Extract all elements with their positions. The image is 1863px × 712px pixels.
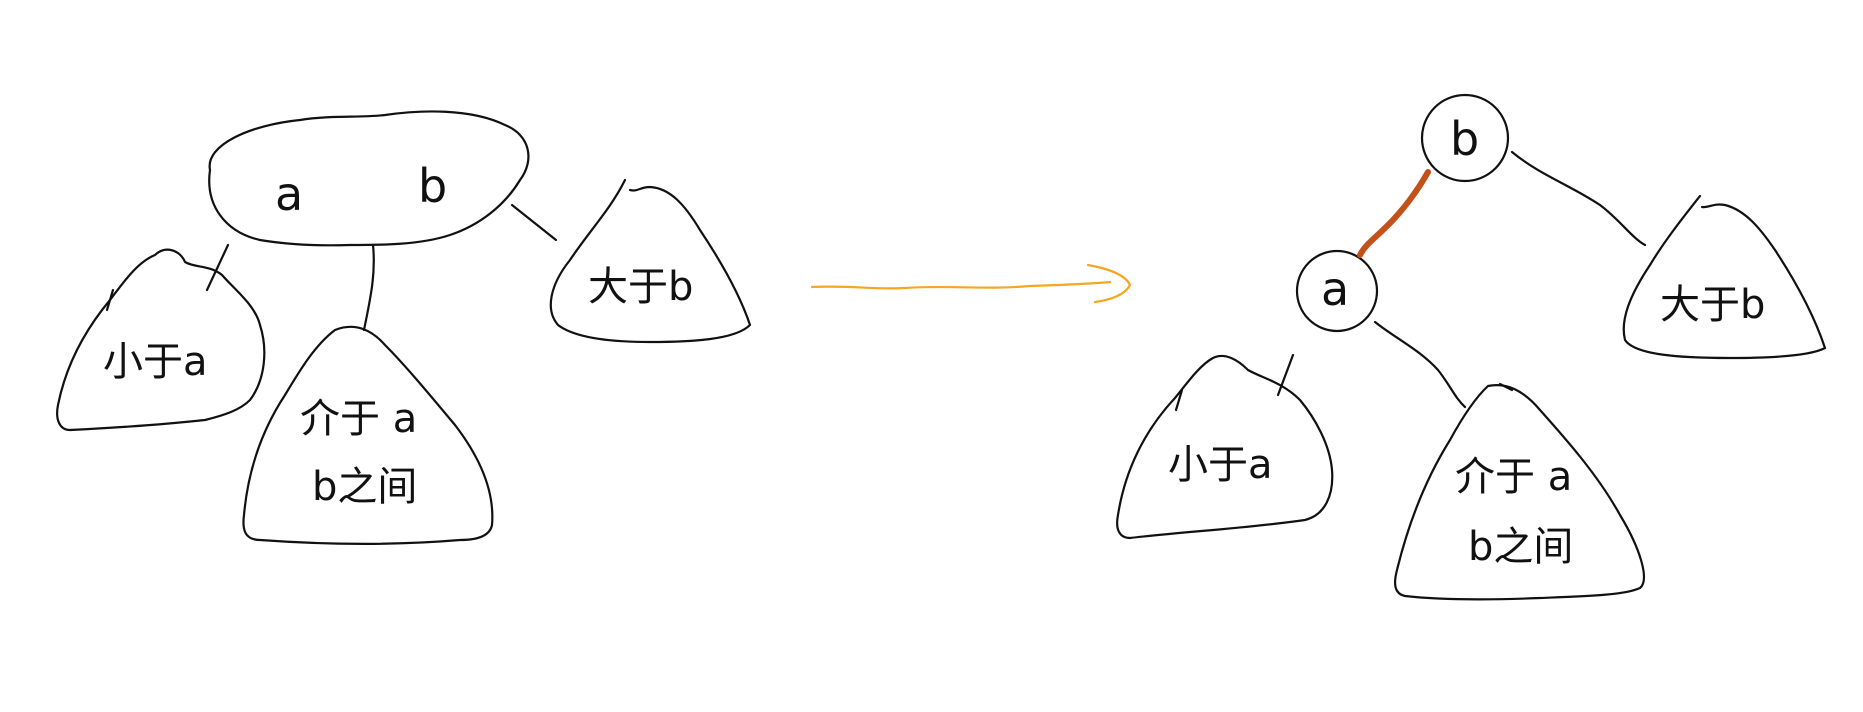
right-edge-a-to-less-a xyxy=(1276,353,1295,397)
right-subtree-greater-b-shape xyxy=(1622,194,1827,360)
left-subtree-greater-b-shape xyxy=(549,178,752,344)
right-subtree-greater-b-label: 大于b xyxy=(1660,282,1765,328)
left-edge-to-greater-b xyxy=(510,203,558,242)
left-node-key-b: b xyxy=(418,159,447,213)
right-subtree-less-a-shape xyxy=(1116,354,1334,540)
left-3-node-oval xyxy=(208,110,530,247)
right-edge-root-to-greater-b xyxy=(1510,150,1647,247)
transform-arrow-head xyxy=(1086,263,1132,304)
right-subtree-between-shape xyxy=(1394,384,1645,601)
left-subtree-less-a-label: 小于a xyxy=(103,339,208,385)
left-tree: a b 小于a 介于 a b之间 大于b xyxy=(56,110,752,545)
left-subtree-less-a-shape xyxy=(56,248,266,432)
left-edge-to-less-a xyxy=(205,243,230,292)
right-subtree-between-label-line1: 介于 a xyxy=(1455,454,1572,500)
right-edge-a-to-between xyxy=(1373,320,1467,409)
right-root-node-key-b: b xyxy=(1450,112,1479,166)
right-child-node-key-a: a xyxy=(1321,262,1349,316)
right-tree: b a 小于a 介于 a b之间 大于b xyxy=(1116,93,1827,601)
right-subtree-less-a-label: 小于a xyxy=(1168,442,1273,488)
left-edge-to-between xyxy=(362,243,375,332)
left-subtree-between-label-line2: b之间 xyxy=(312,464,417,510)
right-edge-root-to-a-highlight xyxy=(1357,169,1431,258)
right-root-node-circle xyxy=(1420,93,1510,183)
left-node-key-a: a xyxy=(275,167,303,221)
left-subtree-greater-b-label: 大于b xyxy=(588,264,693,310)
right-subtree-less-a-tick xyxy=(1174,388,1184,412)
left-subtree-between-shape xyxy=(242,325,494,545)
transform-arrow xyxy=(810,263,1132,304)
right-child-node-circle xyxy=(1295,249,1379,333)
left-subtree-less-a-tick xyxy=(105,288,115,312)
right-subtree-between-label-line2: b之间 xyxy=(1468,524,1573,570)
right-subtree-between-tick xyxy=(1498,382,1514,392)
transform-arrow-shaft xyxy=(810,280,1112,290)
left-subtree-between-label-line1: 介于 a xyxy=(300,396,417,442)
